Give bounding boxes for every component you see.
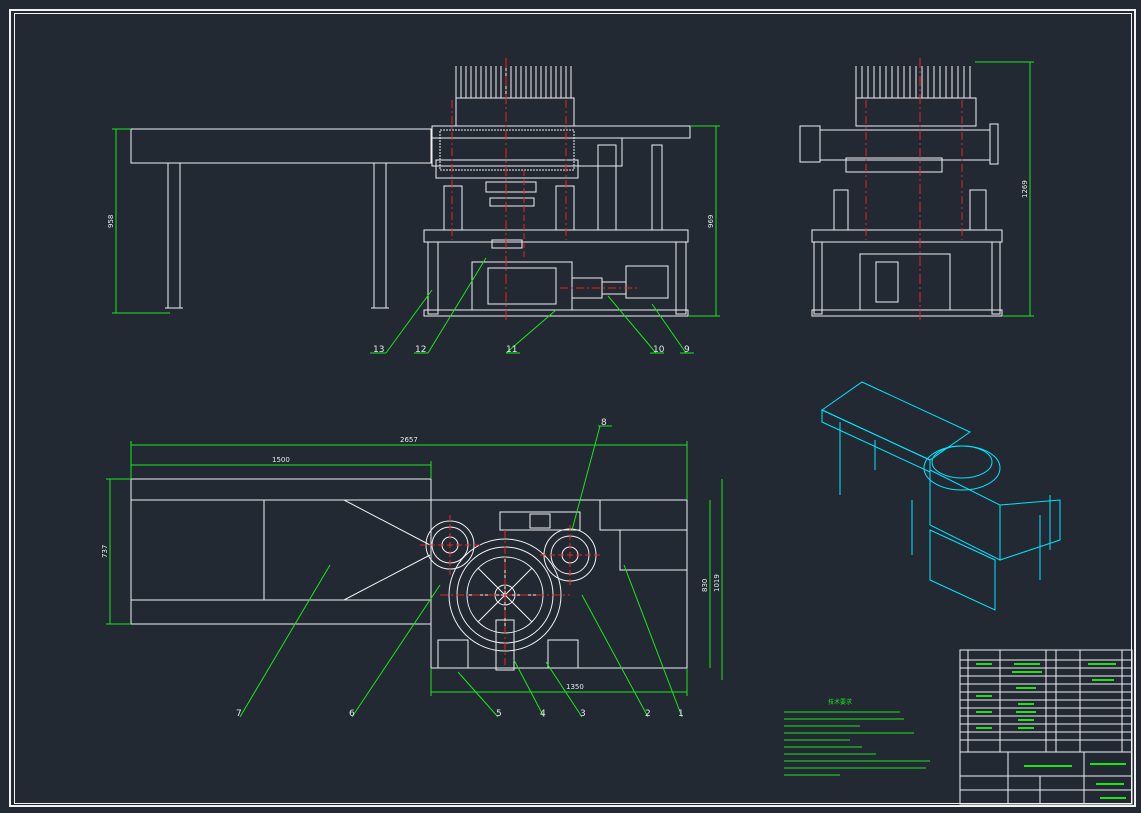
part-label-6: 6 <box>349 709 355 719</box>
part-label-9: 9 <box>684 345 690 355</box>
dim-top-overall-length: 2657 <box>400 436 418 444</box>
dim-side-height: 1269 <box>1021 180 1029 198</box>
dim-top-conveyor-length: 1500 <box>272 456 290 464</box>
title-block <box>959 649 1133 805</box>
part-label-13: 13 <box>373 345 384 355</box>
dim-top-width-left: 737 <box>101 545 109 558</box>
dim-top-width-right-outer: 1019 <box>713 574 721 592</box>
top-view-centerlines <box>420 515 600 665</box>
technical-requirements-title: 技术要求 <box>828 698 852 706</box>
drawing-border-inner <box>14 13 1132 804</box>
dim-top-bottom-length: 1350 <box>566 683 584 691</box>
part-label-4: 4 <box>540 709 546 719</box>
part-label-1: 1 <box>678 709 684 719</box>
technical-requirements-block: 技术要求 <box>784 698 930 776</box>
side-view <box>799 66 1003 317</box>
side-view-centerlines <box>865 58 963 320</box>
part-label-2: 2 <box>645 709 651 719</box>
leader-lines <box>239 257 694 718</box>
part-number-labels: 13 12 11 10 9 8 7 6 5 4 3 2 1 <box>236 345 690 719</box>
top-view <box>130 478 688 671</box>
part-label-3: 3 <box>580 709 586 719</box>
front-view <box>130 66 691 317</box>
dimension-values: 958 969 1269 2657 1500 737 830 1019 1350 <box>101 180 1029 691</box>
title-block-fills <box>976 663 1126 799</box>
isometric-view <box>821 381 1061 611</box>
part-label-5: 5 <box>496 709 502 719</box>
part-label-11: 11 <box>506 345 517 355</box>
drawing-border-outer <box>9 9 1136 807</box>
part-label-12: 12 <box>415 345 426 355</box>
dim-front-height-right: 969 <box>707 215 715 228</box>
dimension-lines <box>106 61 1034 696</box>
dim-front-height-left: 958 <box>107 215 115 228</box>
front-view-centerlines <box>451 58 640 320</box>
dim-top-width-right-inner: 830 <box>701 579 709 592</box>
part-label-7: 7 <box>236 709 242 719</box>
part-label-8: 8 <box>601 418 607 428</box>
part-label-10: 10 <box>653 345 665 355</box>
